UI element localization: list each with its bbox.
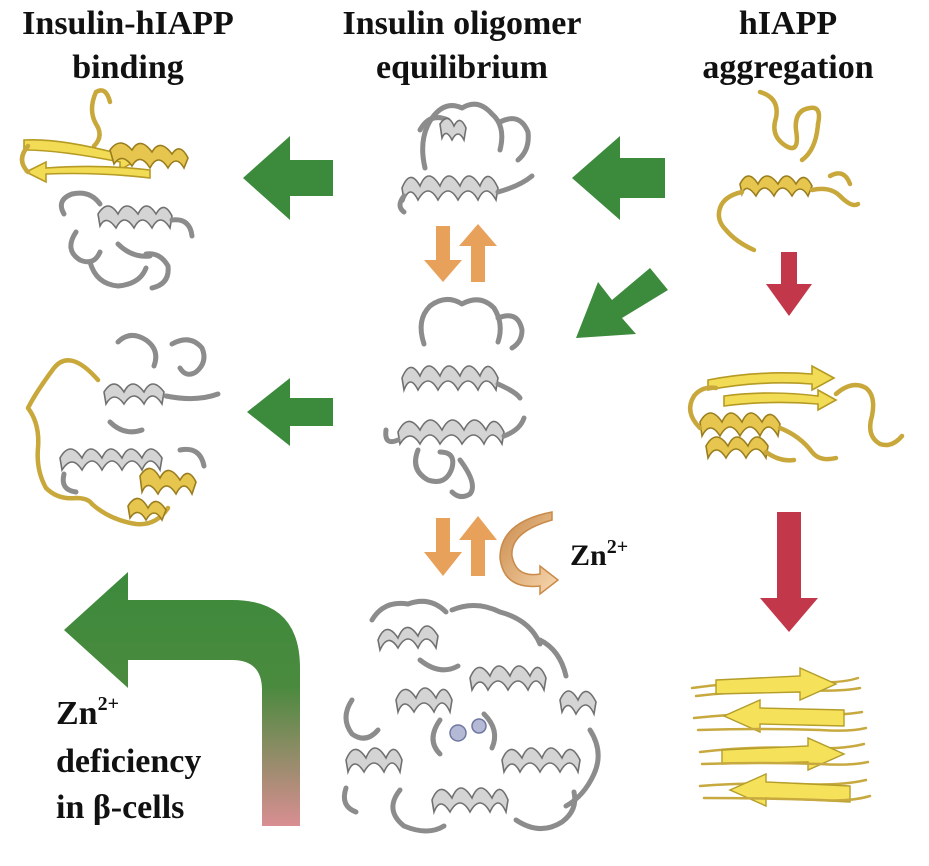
header-aggregation-line1: hIAPP bbox=[739, 5, 837, 42]
zinc-ion-1 bbox=[449, 724, 467, 742]
deficiency-label-line2: deficiency bbox=[56, 743, 201, 780]
red-arrow-oligomer-to-fibril bbox=[760, 512, 818, 632]
hiapp-monomer-structure bbox=[716, 89, 861, 253]
red-arrow-monomer-to-oligomer bbox=[766, 252, 812, 316]
insulin-hiapp-complex-1-structure bbox=[19, 88, 195, 291]
insulin-hiapp-complex-2-structure bbox=[25, 333, 221, 527]
green-arrow-dimer-to-complex bbox=[247, 378, 333, 446]
insulin-dimer-structure bbox=[383, 297, 527, 500]
deficiency-label-zn-sup: 2+ bbox=[98, 693, 119, 715]
deficiency-label: Zn2+ deficiency in β-cells bbox=[56, 693, 201, 826]
insulin-hexamer-structure bbox=[341, 598, 601, 834]
zinc-binding-curved-arrow bbox=[499, 511, 560, 596]
green-arrow-hiapp-to-dimer bbox=[576, 268, 668, 338]
zinc-label: Zn2+ bbox=[570, 536, 628, 572]
header-binding-line1: Insulin-hIAPP bbox=[22, 5, 234, 42]
equilibrium-arrows-bottom bbox=[424, 516, 497, 576]
svg-text:Zn2+: Zn2+ bbox=[56, 693, 119, 732]
green-arrow-hiapp-to-monomer bbox=[572, 136, 665, 220]
deficiency-label-zn: Zn bbox=[56, 695, 98, 732]
zinc-ion-2 bbox=[471, 718, 487, 734]
hiapp-oligomer-structure bbox=[687, 364, 905, 463]
equilibrium-arrows-top bbox=[424, 224, 497, 282]
zinc-label-base: Zn bbox=[570, 539, 607, 572]
green-arrow-monomer-to-complex bbox=[243, 136, 333, 220]
header-aggregation-line2: aggregation bbox=[702, 49, 873, 86]
header-equilibrium-line2: equilibrium bbox=[376, 49, 548, 86]
svg-text:Zn2+: Zn2+ bbox=[570, 536, 628, 572]
header-binding: Insulin-hIAPP binding bbox=[22, 5, 234, 86]
deficiency-curved-arrow bbox=[64, 572, 300, 826]
header-equilibrium: Insulin oligomer equilibrium bbox=[343, 5, 582, 86]
insulin-monomer-structure bbox=[397, 101, 535, 215]
header-aggregation: hIAPP aggregation bbox=[702, 5, 873, 86]
deficiency-label-line3: in β-cells bbox=[56, 789, 184, 826]
zinc-label-sup: 2+ bbox=[607, 536, 628, 558]
header-equilibrium-line1: Insulin oligomer bbox=[343, 5, 582, 42]
header-binding-line2: binding bbox=[72, 49, 184, 86]
hiapp-fibril-structure bbox=[690, 666, 872, 808]
